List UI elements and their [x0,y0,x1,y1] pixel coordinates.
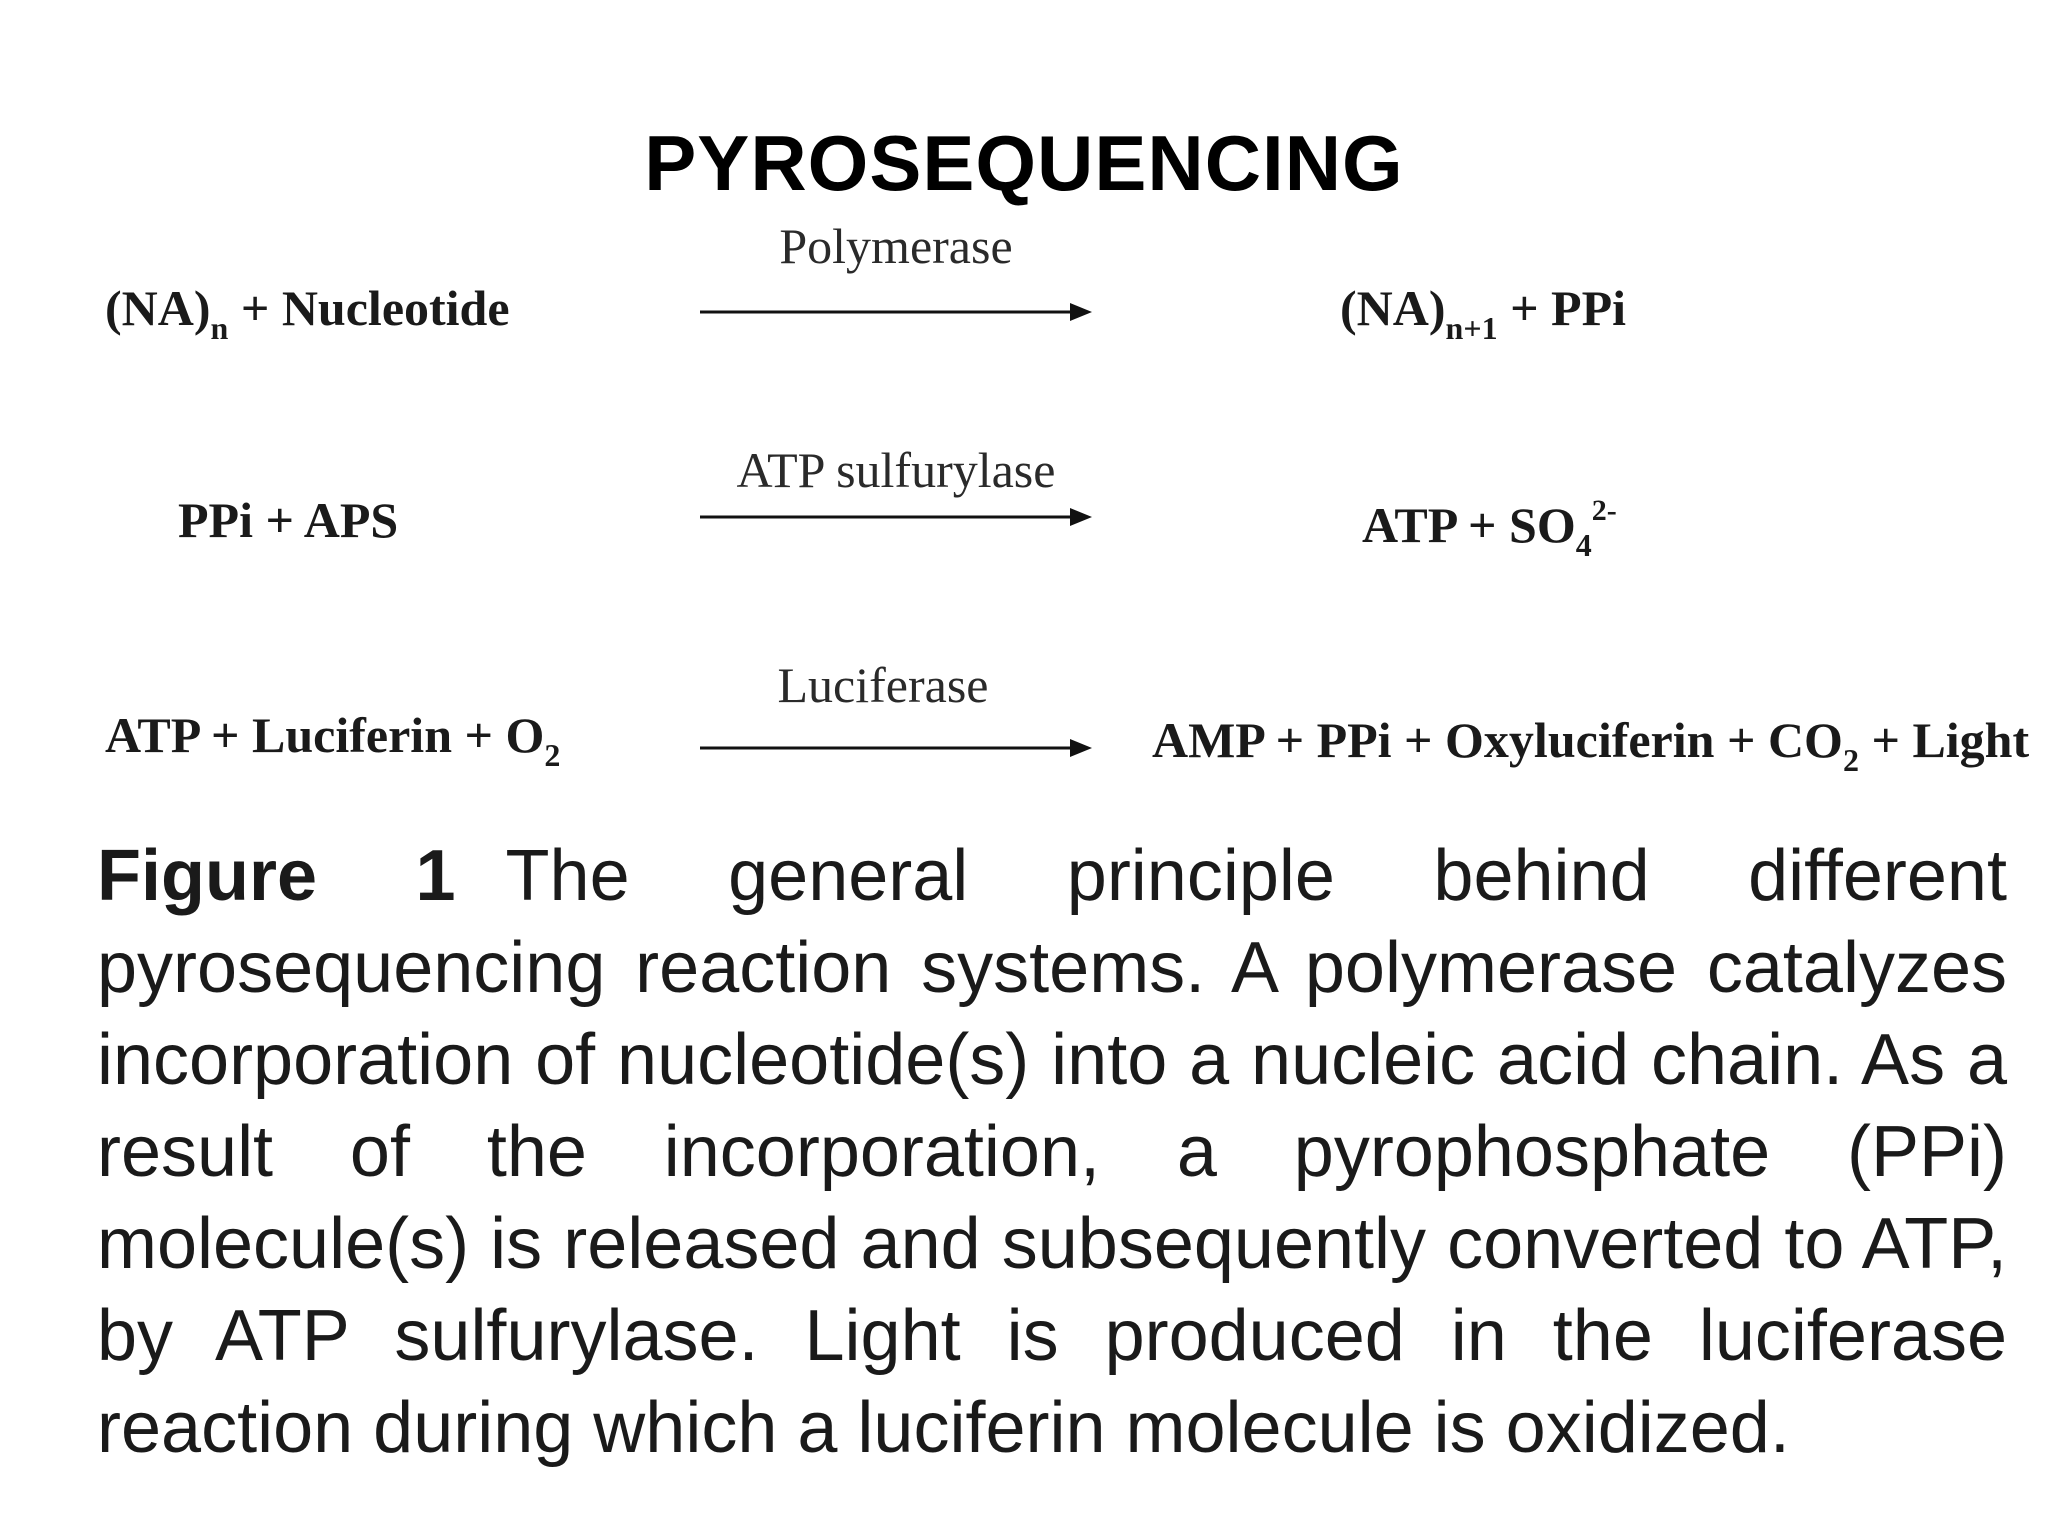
reaction1-product-subscript: n+1 [1445,310,1498,346]
reaction3-reactant-main: ATP + Luciferin + O [105,707,545,763]
figure-label: Figure 1 [97,836,456,916]
reaction3-reactant-subscript: 2 [544,737,561,773]
reaction3-reactants: ATP + Luciferin + O2 [105,705,560,771]
reaction3-product-rest: + Light [1858,712,2030,768]
reaction2-reactant-text: PPi + APS [178,492,399,548]
reaction1-reactant-na: (NA) [105,280,211,336]
reaction3-products: AMP + PPi + Oxyluciferin + CO2 + Light [1152,710,2030,776]
reaction1-reactants: (NA)n + Nucleotide [105,278,510,344]
reaction1-product-rest: + PPi [1497,280,1627,336]
reaction3-product-subscript: 2 [1842,742,1859,778]
reaction1-reactant-rest: + Nucleotide [228,280,510,336]
reaction2-product-superscript: 2- [1591,494,1617,527]
figure-caption-text: The general principle behind different p… [97,836,2007,1468]
reaction2-reactants: PPi + APS [178,490,398,550]
reaction1-products: (NA)n+1 + PPi [1340,278,1627,344]
reaction3-product-main: AMP + PPi + Oxyluciferin + CO [1152,712,1843,768]
reaction2-arrow [700,508,1092,526]
reaction2-product-main: ATP + SO [1362,497,1576,553]
reaction2-product-subscript: 4 [1575,527,1592,563]
reaction3-arrow [700,739,1092,757]
reaction1-reactant-subscript: n [210,310,229,346]
reaction1-product-na: (NA) [1340,280,1446,336]
reaction2-products: ATP + SO42- [1362,494,1617,562]
enzyme-label-atp-sulfurylase: ATP sulfurylase [736,442,1056,498]
reaction1-arrow [700,303,1092,321]
enzyme-label-luciferase: Luciferase [777,657,989,713]
enzyme-label-polymerase: Polymerase [779,218,1013,274]
slide-title: PYROSEQUENCING [644,119,1404,207]
